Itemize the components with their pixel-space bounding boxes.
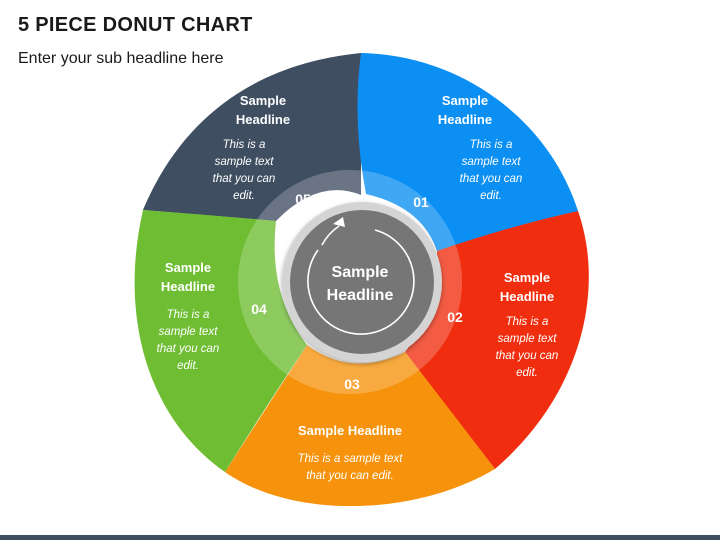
- center-circle: [290, 210, 434, 354]
- segment-01-text-1: This is a: [470, 139, 513, 151]
- page-subtitle: Enter your sub headline here: [18, 50, 224, 67]
- segment-01-shape: [357, 53, 578, 251]
- segment-05-text-2: sample text: [215, 156, 275, 168]
- cycle-arrow-icon: [307, 229, 415, 335]
- segment-04-text-3: that you can: [157, 343, 220, 355]
- segment-05-shape: [143, 53, 361, 221]
- cycle-arc-top: [321, 225, 340, 246]
- segment-01-number: 01: [413, 194, 429, 210]
- segment-03-number: 03: [344, 376, 360, 392]
- segment-02-text-2: sample text: [498, 333, 558, 345]
- segment-03-text-2: that you can edit.: [306, 470, 394, 482]
- segment-04[interactable]: Sample Headline This is a sample text th…: [134, 210, 307, 472]
- segment-02-headline-2: Headline: [500, 289, 554, 304]
- segment-05-number: 05: [295, 191, 311, 207]
- segment-01-headline-1: Sample: [442, 93, 488, 108]
- segment-05-headline-2: Headline: [236, 112, 290, 127]
- segment-05-text-4: edit.: [233, 190, 255, 202]
- page-title: 5 PIECE DONUT CHART: [18, 14, 253, 36]
- segment-04-text-1: This is a: [167, 309, 210, 321]
- segment-04-number: 04: [251, 301, 267, 317]
- cycle-arrow-head-icon: [333, 217, 345, 227]
- segment-03[interactable]: Sample Headline This is a sample text th…: [225, 345, 495, 507]
- segment-05-headline-1: Sample: [240, 93, 286, 108]
- segment-02-text-1: This is a: [506, 316, 549, 328]
- segment-02[interactable]: Sample Headline This is a sample text th…: [405, 211, 589, 469]
- segment-02-headline-1: Sample: [504, 270, 550, 285]
- segment-04-shape: [134, 210, 307, 472]
- bottom-bar: [0, 535, 720, 540]
- segment-05-text-1: This is a: [223, 139, 266, 151]
- segment-04-text-4: edit.: [177, 360, 199, 372]
- center-headline-1: Sample: [332, 264, 389, 281]
- segment-05-text-3: that you can: [213, 173, 276, 185]
- segment-01-text-2: sample text: [462, 156, 522, 168]
- segment-03-headline-1: Sample Headline: [298, 423, 402, 438]
- segment-04-headline-1: Sample: [165, 260, 211, 275]
- segment-03-shape: [225, 345, 495, 507]
- segment-01-text-4: edit.: [480, 190, 502, 202]
- segment-05[interactable]: Sample Headline This is a sample text th…: [143, 53, 361, 221]
- segment-02-text-4: edit.: [516, 367, 538, 379]
- segment-02-shape: [405, 211, 589, 469]
- segment-01[interactable]: Sample Headline This is a sample text th…: [357, 53, 578, 251]
- segment-02-text-3: that you can: [496, 350, 559, 362]
- segment-01-text-3: that you can: [460, 173, 523, 185]
- segment-02-number: 02: [447, 309, 463, 325]
- center-headline-2: Headline: [327, 287, 394, 304]
- segment-04-text-2: sample text: [159, 326, 219, 338]
- segment-01-headline-2: Headline: [438, 112, 492, 127]
- center-hub[interactable]: Sample Headline: [282, 202, 442, 362]
- segment-03-text-1: This is a sample text: [298, 453, 404, 465]
- segment-04-headline-2: Headline: [161, 279, 215, 294]
